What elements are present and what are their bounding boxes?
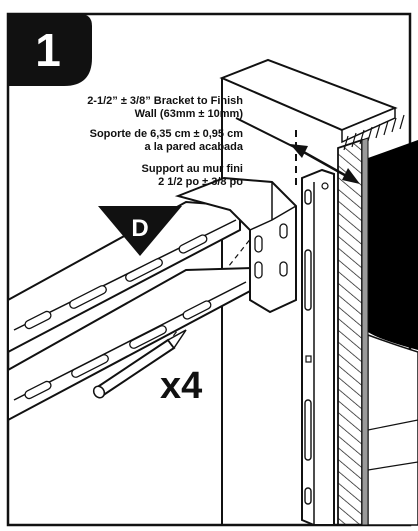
step-badge: 1 (8, 14, 92, 86)
cabinet-panel (368, 140, 418, 350)
step-number: 1 (35, 24, 61, 76)
screw-icon (92, 329, 187, 399)
dimension-arrow (235, 117, 360, 184)
annotation-fr-line2: 2 1/2 po ± 3/8 po (158, 176, 243, 188)
annotation-en-line2: Wall (63mm ± 10mm) (135, 108, 244, 120)
annotation-en-line1: 2-1/2” ± 3/8” Bracket to Finish (87, 95, 243, 107)
annotation-es-line1: Soporte de 6,35 cm ± 0,95 cm (90, 128, 244, 140)
quantity-label: x4 (160, 365, 202, 407)
marker-letter: D (131, 215, 148, 242)
wall-finish-gray (361, 137, 369, 526)
mounting-bracket (174, 176, 297, 314)
annotation-fr-line1: Support au mur fini (142, 163, 243, 175)
wall-section-hatched (337, 138, 363, 526)
position-marker: D (98, 206, 182, 256)
wall-standard (301, 168, 335, 526)
cabinet-side (367, 333, 418, 526)
annotation-es-line2: a la pared acabada (145, 141, 244, 153)
measurement-annotation: 2-1/2” ± 3/8” Bracket to Finish Wall (63… (87, 95, 244, 188)
